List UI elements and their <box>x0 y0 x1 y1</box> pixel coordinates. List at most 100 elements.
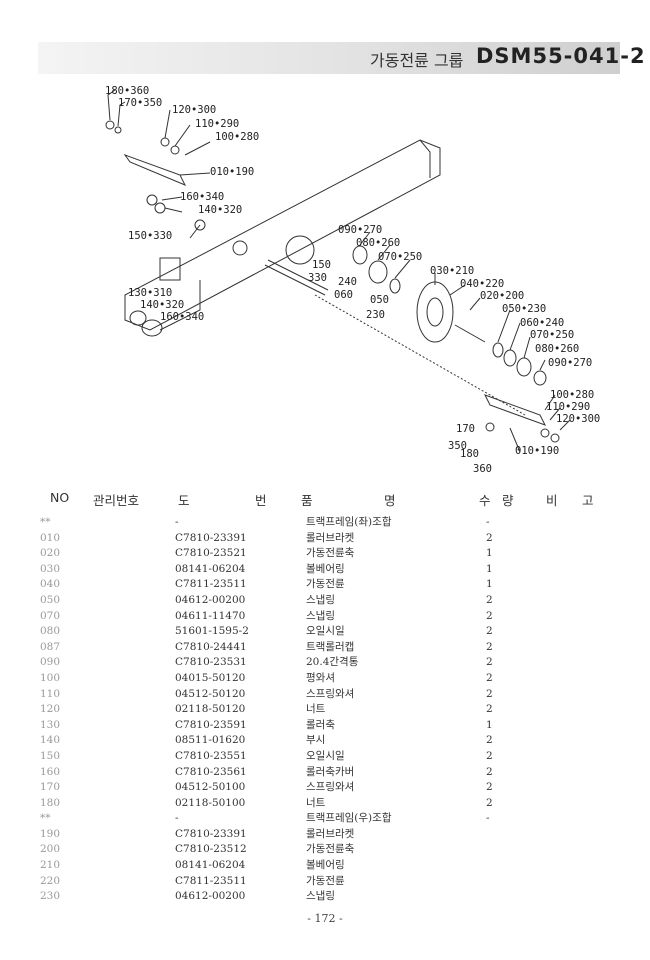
col-pum: 품 <box>301 493 313 508</box>
col-go: 고 <box>582 493 594 508</box>
part-qty: 1 <box>486 718 493 731</box>
part-name: 볼베어링 <box>306 562 345 575</box>
part-name: 오일시일 <box>306 625 345 638</box>
callout-label: 360 <box>473 463 492 475</box>
part-name: 너트 <box>306 703 326 716</box>
part-qty: 2 <box>486 765 493 778</box>
part-no: 110 <box>40 687 61 700</box>
part-no: 170 <box>40 781 61 794</box>
part-no: 230 <box>40 890 61 903</box>
part-name: 가동전륜 <box>306 874 345 887</box>
part-no: 200 <box>40 843 61 856</box>
part-number: C7810-23521 <box>175 547 247 560</box>
part-name: 트랙프레임(우)조합 <box>306 812 392 825</box>
callout-label: 100•280 <box>550 389 594 401</box>
part-number: 04015-50120 <box>175 671 246 684</box>
callout-label: 070•250 <box>530 329 574 341</box>
callout-label: 180•360 <box>105 85 149 97</box>
col-su: 수 <box>479 493 491 508</box>
part-qty: 2 <box>486 593 493 606</box>
part-qty: - <box>486 812 490 825</box>
part-number: 08141-06204 <box>175 562 246 575</box>
part-no: 080 <box>40 625 61 638</box>
callout-label: 350 <box>448 440 467 452</box>
callout-label: 160•340 <box>180 191 224 203</box>
part-qty: 2 <box>486 749 493 762</box>
part-no: ** <box>40 812 51 825</box>
part-number: 51601-1595-2 <box>175 625 249 638</box>
part-name: 너트 <box>306 796 326 809</box>
col-no: NO <box>50 490 70 505</box>
callout-label: 090•270 <box>548 357 592 369</box>
part-name: 스냅링 <box>306 609 335 622</box>
part-name: 스냅링 <box>306 890 335 903</box>
part-number: 04612-00200 <box>175 593 246 606</box>
callout-label: 150 <box>312 259 331 271</box>
col-myeong: 명 <box>384 493 396 508</box>
part-qty <box>486 874 506 890</box>
table-row: 200 C7810-23512 가동전륜축 <box>40 842 506 858</box>
callout-label: 160•340 <box>160 311 204 323</box>
part-no: 160 <box>40 765 61 778</box>
part-qty <box>486 889 506 905</box>
part-number: 04512-50100 <box>175 781 246 794</box>
part-name: 가동전륜축 <box>306 843 355 856</box>
part-number: C7810-23391 <box>175 531 247 544</box>
callout-label: 050 <box>370 294 389 306</box>
part-qty: 2 <box>486 531 493 544</box>
callout-label: 020•200 <box>480 290 524 302</box>
callout-label: 110•290 <box>546 401 590 413</box>
callout-label: 150•330 <box>128 230 172 242</box>
part-no: 040 <box>40 578 61 591</box>
part-name: 롤러브라켓 <box>306 531 355 544</box>
part-number: - <box>175 516 179 528</box>
table-row: 230 04612-00200 스냅링 <box>40 889 506 905</box>
part-no: 150 <box>40 749 61 762</box>
part-qty: 2 <box>486 609 493 622</box>
part-number: 04612-00200 <box>175 890 246 903</box>
group-code: DSM55-041-2 <box>476 44 646 68</box>
callout-label: 060•240 <box>520 317 564 329</box>
table-row: 050 04612-00200 스냅링 2 <box>40 593 506 609</box>
part-name: 롤러축카버 <box>306 765 355 778</box>
part-qty: 2 <box>486 656 493 669</box>
callout-label: 100•280 <box>215 131 259 143</box>
callout-label: 090•270 <box>338 224 382 236</box>
table-row: 010 C7810-23391 롤러브라켓 2 <box>40 531 506 547</box>
part-qty: 2 <box>486 687 493 700</box>
part-qty: 2 <box>486 671 493 684</box>
callout-label: 010•190 <box>515 445 559 457</box>
callout-label: 120•300 <box>172 104 216 116</box>
part-no: 190 <box>40 827 61 840</box>
part-name: 스냅링 <box>306 593 335 606</box>
part-no: 010 <box>40 531 61 544</box>
part-name: 오일시일 <box>306 749 345 762</box>
callout-label: 230 <box>366 309 385 321</box>
callout-label: 080•260 <box>535 343 579 355</box>
part-no: 220 <box>40 874 61 887</box>
callout-label: 170 <box>456 423 475 435</box>
part-name: 롤러브라켓 <box>306 827 355 840</box>
callout-label: 070•250 <box>378 251 422 263</box>
part-number: C7810-23512 <box>175 843 247 856</box>
part-no: 050 <box>40 593 61 606</box>
callout-label: 120•300 <box>556 413 600 425</box>
part-number: 08511-01620 <box>175 734 246 747</box>
part-number: 04611-11470 <box>175 609 246 622</box>
part-name: 가동전륜 <box>306 578 345 591</box>
